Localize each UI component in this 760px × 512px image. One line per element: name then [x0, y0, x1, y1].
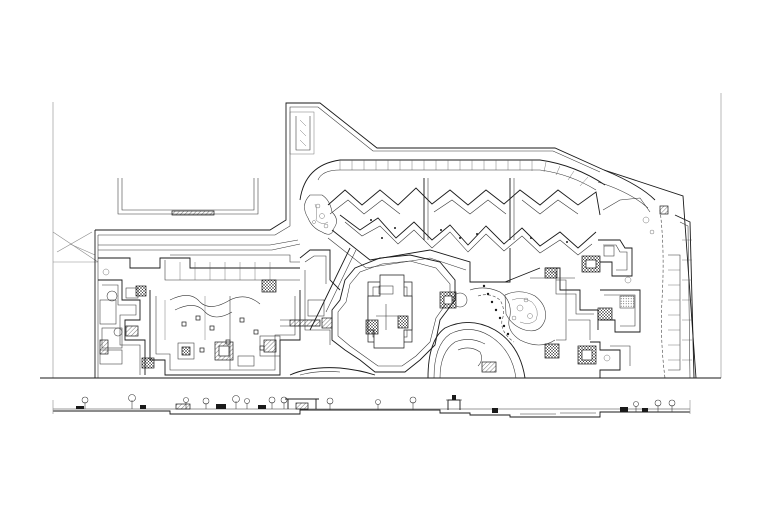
zigzag-buildings — [327, 178, 601, 256]
curving-garden-blob — [304, 194, 337, 235]
central-building — [331, 254, 456, 373]
lower-strip — [280, 319, 320, 327]
top-parking-strip — [299, 159, 656, 213]
section-elevation — [52, 394, 691, 418]
parking-lot-outline — [117, 178, 259, 216]
central-paths — [289, 229, 541, 331]
bottom-curve-road — [289, 322, 526, 379]
right-building-cluster — [530, 239, 641, 378]
left-building-complex — [98, 254, 301, 376]
right-parking-column — [642, 205, 695, 379]
site-boundary — [94, 102, 697, 379]
mid-connector — [299, 249, 341, 345]
context-lines — [52, 93, 722, 378]
right-garden — [439, 284, 556, 373]
